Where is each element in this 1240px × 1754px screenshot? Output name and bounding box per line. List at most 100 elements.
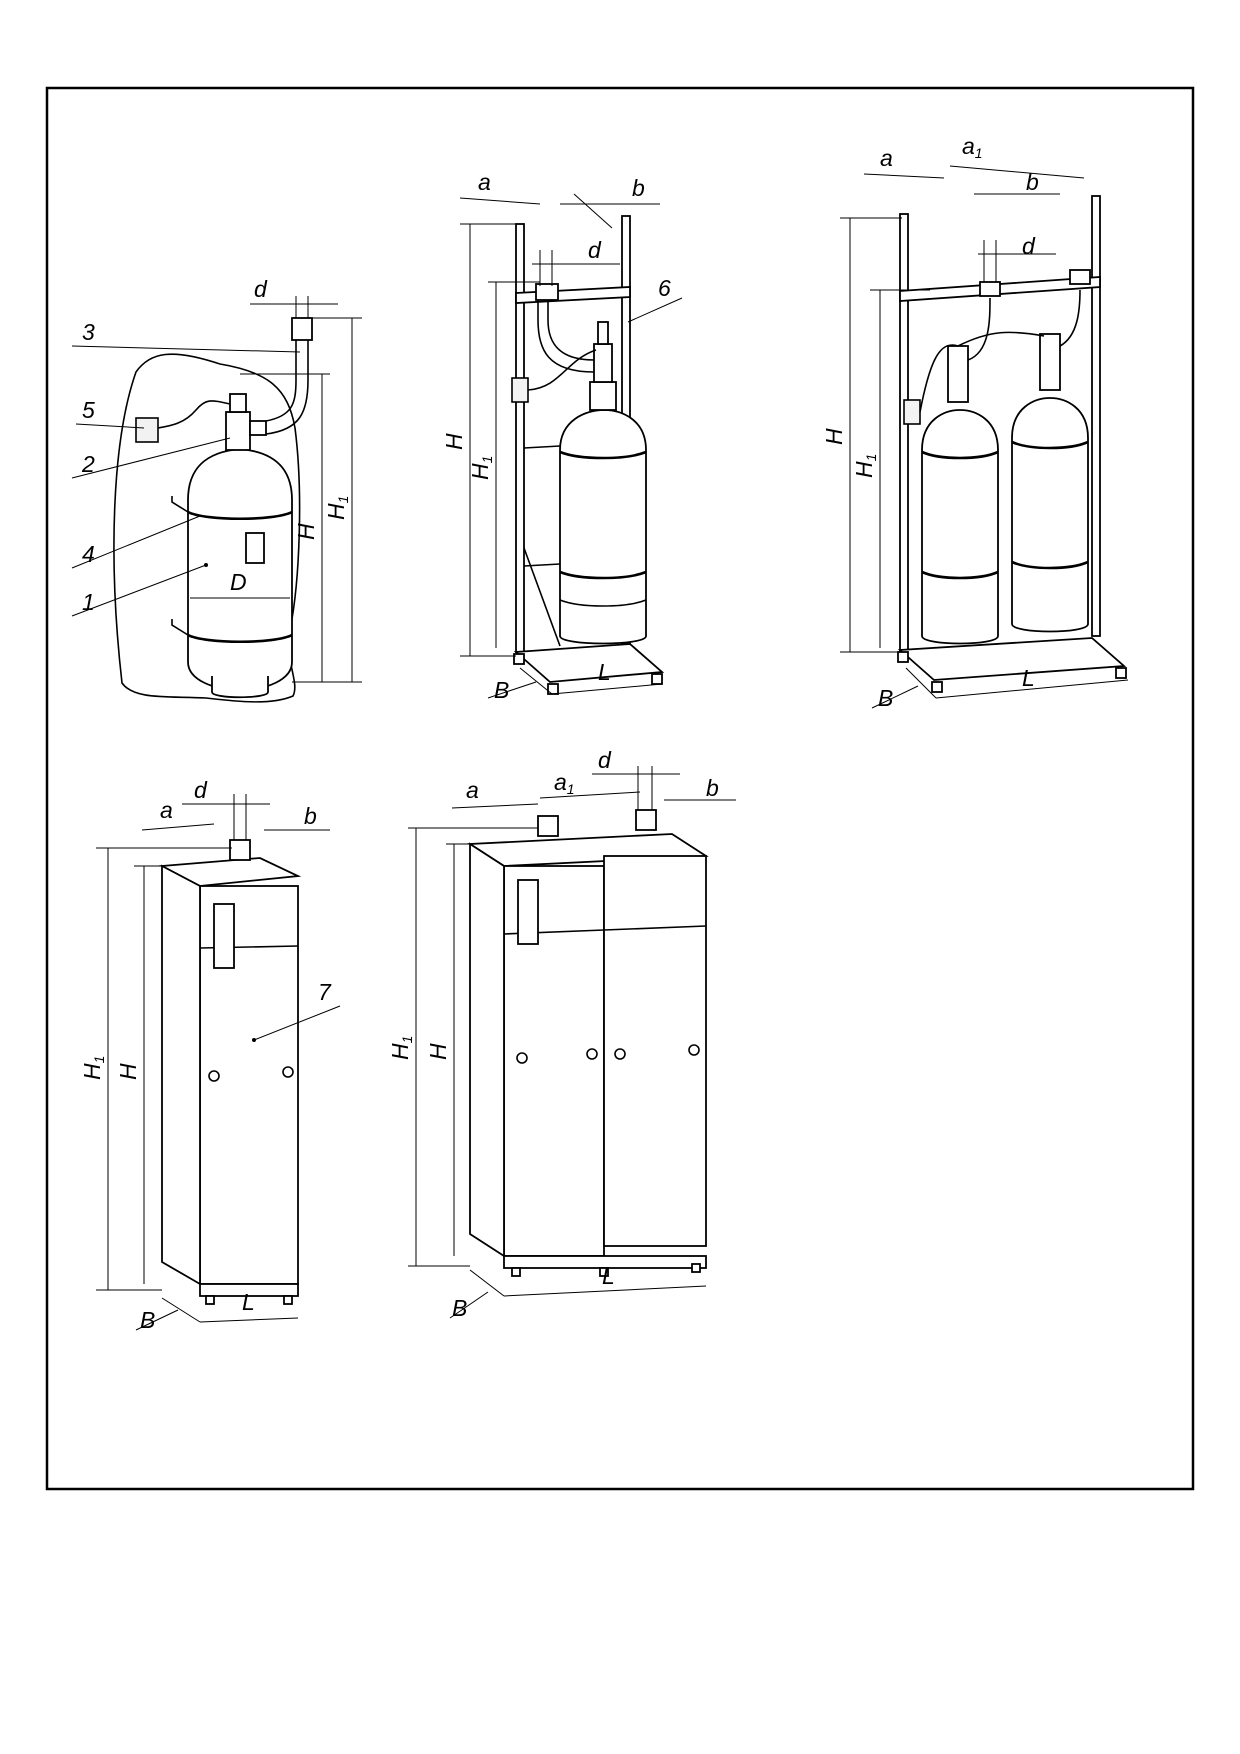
junction-box (135, 417, 159, 443)
cabinet-foot-3 (691, 1263, 701, 1273)
callout-3: 3 (82, 319, 95, 345)
cabinet-plinth (199, 1283, 299, 1297)
top-outlet-nut-right (635, 809, 657, 831)
dim-h-label: H (293, 523, 319, 540)
door-lock-left (516, 1052, 528, 1064)
dim-a1-line (949, 165, 1085, 179)
dim-l-line (199, 1317, 299, 1323)
cabinet-foot-2 (283, 1295, 293, 1305)
callout-6: 6 (658, 275, 671, 301)
callout-5: 5 (82, 397, 95, 423)
dim-b-depth-leader (135, 1309, 179, 1331)
door-lock-right (614, 1048, 626, 1060)
dim-b-label: b (304, 803, 317, 829)
callout-1: 1 (82, 589, 95, 615)
dim-a-label: a (160, 797, 173, 823)
figure-single-cabinet: a d b H1 H L B 7 (79, 777, 341, 1333)
dim-h-label: H (441, 433, 467, 450)
frame-foot-1 (897, 651, 909, 663)
cylinder-band-2 (559, 570, 647, 580)
dim-l-line (503, 1285, 707, 1297)
dim-a-label: a (466, 777, 479, 803)
dim-h1-label: H1 (467, 456, 495, 480)
dim-b-slant (573, 193, 613, 229)
wall-outline (113, 353, 301, 703)
dim-b-label: b (632, 175, 645, 201)
leader-7 (253, 1005, 341, 1041)
dim-l-label: L (1022, 665, 1035, 691)
leader-3 (71, 345, 301, 353)
frame-post-left (899, 213, 909, 655)
dim-l-line (551, 683, 663, 695)
pipe-nut (291, 317, 313, 341)
strap-upper (187, 510, 293, 520)
door-handle-right (688, 1044, 700, 1056)
valve-pipe (537, 300, 595, 373)
valve-neck (589, 381, 617, 411)
cylinder-foot (211, 676, 269, 699)
dim-a1-label: a1 (962, 133, 983, 161)
door-lock (208, 1070, 220, 1082)
drawing-frame (45, 86, 1195, 1491)
nameplate (245, 532, 265, 564)
cylinder-left (921, 409, 999, 645)
junction-box (903, 399, 921, 425)
dim-a-label: a (478, 169, 491, 195)
cabinet-foot-1 (205, 1295, 215, 1305)
strap-bracket-upper (171, 496, 189, 513)
valve-in-cabinet (213, 903, 235, 969)
dim-b-depth-line (519, 667, 553, 695)
leader-4 (71, 515, 201, 569)
frame-foot-2 (931, 681, 943, 693)
cylinder-right (1011, 397, 1089, 633)
dim-b-depth-line (469, 1269, 505, 1297)
dim-d-label: d (588, 237, 602, 263)
leader-6 (627, 297, 683, 323)
manifold-nut-right (1069, 269, 1091, 285)
dim-b-depth-label: B (494, 677, 509, 703)
dim-l-line (935, 679, 1129, 699)
dim-h-label: H (425, 1043, 451, 1060)
dim-b-depth-leader (449, 1291, 489, 1319)
manifold-pipe (967, 289, 1081, 361)
figure-wall-mounted-cylinder: d H1 H D 3 5 2 4 1 (71, 276, 362, 703)
dim-h1-label: H1 (851, 454, 879, 478)
cylinder-body (559, 409, 647, 645)
cabinet-door-split-right (603, 925, 707, 931)
cabinet-side (469, 842, 505, 1258)
valve-right (1039, 333, 1061, 391)
discharge-pipe (265, 340, 309, 435)
dim-b-label: b (1026, 169, 1039, 195)
valve-body (225, 411, 251, 451)
strap-lower (187, 633, 293, 643)
cylinder-band-3 (559, 599, 647, 607)
cylinder-left-band-1 (921, 450, 999, 460)
valve-top (229, 393, 247, 413)
callout-7: 7 (318, 979, 332, 1005)
signal-cable (157, 400, 231, 429)
frame-post-right (1091, 195, 1101, 637)
callout-4: 4 (82, 541, 95, 567)
top-outlet-nut-left (537, 815, 559, 837)
dim-h-label: H (115, 1063, 141, 1080)
cabinet-foot-2 (599, 1267, 609, 1277)
figure-double-cabinet: a a1 d b H1 H L B (387, 747, 736, 1321)
figure-frame-single-cylinder: a b d H H1 L B 6 (441, 169, 683, 703)
frame-base (513, 643, 665, 683)
frame-crossbar-middle (523, 445, 561, 449)
frame-foot-3 (1115, 667, 1127, 679)
dim-a-line (459, 197, 541, 205)
frame-foot-3 (651, 673, 663, 685)
figure-frame-two-cylinders: a a1 b d H H1 L B (821, 133, 1129, 711)
dim-l-label: L (242, 1289, 255, 1315)
dim-h1-label: H1 (387, 1036, 415, 1060)
dim-a-line (141, 823, 215, 831)
dim-a-line (451, 803, 539, 809)
dim-b-depth-label: B (878, 685, 893, 711)
leader-2 (71, 437, 231, 479)
dim-l-label: L (598, 659, 611, 685)
dim-d-label: d (598, 747, 612, 773)
cylinder-left-band-2 (921, 570, 999, 580)
cabinet-front-right (603, 855, 707, 1247)
